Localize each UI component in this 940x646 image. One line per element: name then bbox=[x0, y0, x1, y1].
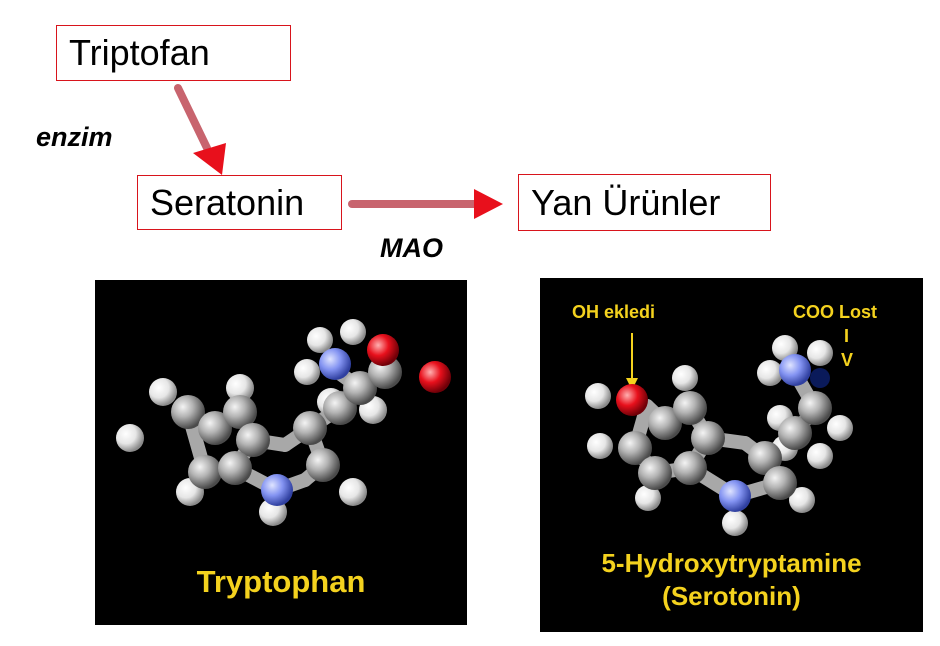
triptofan-box: Triptofan bbox=[56, 25, 291, 81]
seratonin-box: Seratonin bbox=[137, 175, 342, 230]
tryptophan-name: Tryptophan bbox=[196, 564, 366, 599]
arrow-triptofan-to-seratonin-shaft bbox=[174, 84, 211, 152]
enzim-label: enzim bbox=[36, 122, 113, 152]
serotonin-molecule-model bbox=[585, 333, 853, 536]
yan-urunler-label: Yan Ürünler bbox=[531, 181, 721, 223]
arrow-seratonin-to-yan-head bbox=[474, 189, 503, 219]
oh-ekledi-label: OH ekledi bbox=[572, 302, 656, 322]
tryptophan-molecule-model bbox=[116, 319, 451, 526]
coo-lost-mark-v: V bbox=[841, 350, 854, 370]
coo-lost-mark-i: I bbox=[844, 326, 850, 346]
serotonin-molecule-panel: OH ekledi COO Lost I V 5-Hydroxytryptami… bbox=[540, 278, 923, 632]
tryptophan-molecule-panel: Tryptophan bbox=[95, 280, 467, 625]
seratonin-label: Seratonin bbox=[150, 181, 305, 223]
serotonin-subname: (Serotonin) bbox=[662, 581, 801, 611]
mao-label: MAO bbox=[380, 233, 443, 263]
yan-urunler-box: Yan Ürünler bbox=[518, 174, 771, 231]
arrow-triptofan-to-seratonin-head bbox=[193, 143, 226, 175]
triptofan-label: Triptofan bbox=[69, 32, 210, 73]
coo-lost-label: COO Lost bbox=[793, 302, 877, 322]
serotonin-name: 5-Hydroxytryptamine bbox=[601, 548, 862, 578]
